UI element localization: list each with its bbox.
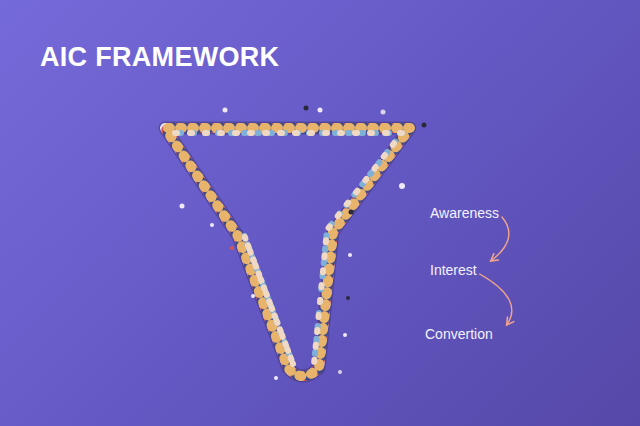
stage-label: Convertion bbox=[425, 326, 493, 342]
person bbox=[304, 106, 309, 111]
stage-label: Awareness bbox=[430, 205, 499, 221]
curved-arrow bbox=[480, 274, 512, 325]
curved-arrow bbox=[491, 217, 509, 261]
person bbox=[230, 246, 234, 250]
person bbox=[349, 210, 354, 215]
person bbox=[348, 253, 352, 257]
diagram-title: AIC FRAMEWORK bbox=[40, 42, 279, 73]
crowd-blue bbox=[170, 133, 402, 364]
funnel-crowd bbox=[165, 128, 410, 376]
person bbox=[422, 123, 427, 128]
crowd-tan bbox=[165, 128, 410, 376]
stage-label-node: Interest bbox=[430, 262, 477, 278]
crowd-skin bbox=[170, 133, 402, 364]
person bbox=[381, 110, 386, 115]
person bbox=[210, 223, 214, 227]
person bbox=[399, 183, 405, 189]
person bbox=[343, 333, 347, 337]
person bbox=[251, 294, 255, 298]
person bbox=[338, 370, 342, 374]
person bbox=[346, 296, 350, 300]
person bbox=[223, 108, 228, 113]
crowd-white bbox=[165, 128, 410, 376]
funnel-shadow bbox=[165, 128, 410, 376]
stage-label: Interest bbox=[430, 262, 477, 278]
stage-label-node: Awareness bbox=[430, 205, 499, 221]
scattered-people bbox=[180, 106, 427, 381]
person bbox=[274, 376, 278, 380]
crowd-red bbox=[165, 128, 410, 376]
crowd-navy bbox=[165, 128, 410, 376]
stage-label-node: Convertion bbox=[425, 326, 493, 342]
person bbox=[318, 108, 323, 113]
person bbox=[180, 204, 185, 209]
